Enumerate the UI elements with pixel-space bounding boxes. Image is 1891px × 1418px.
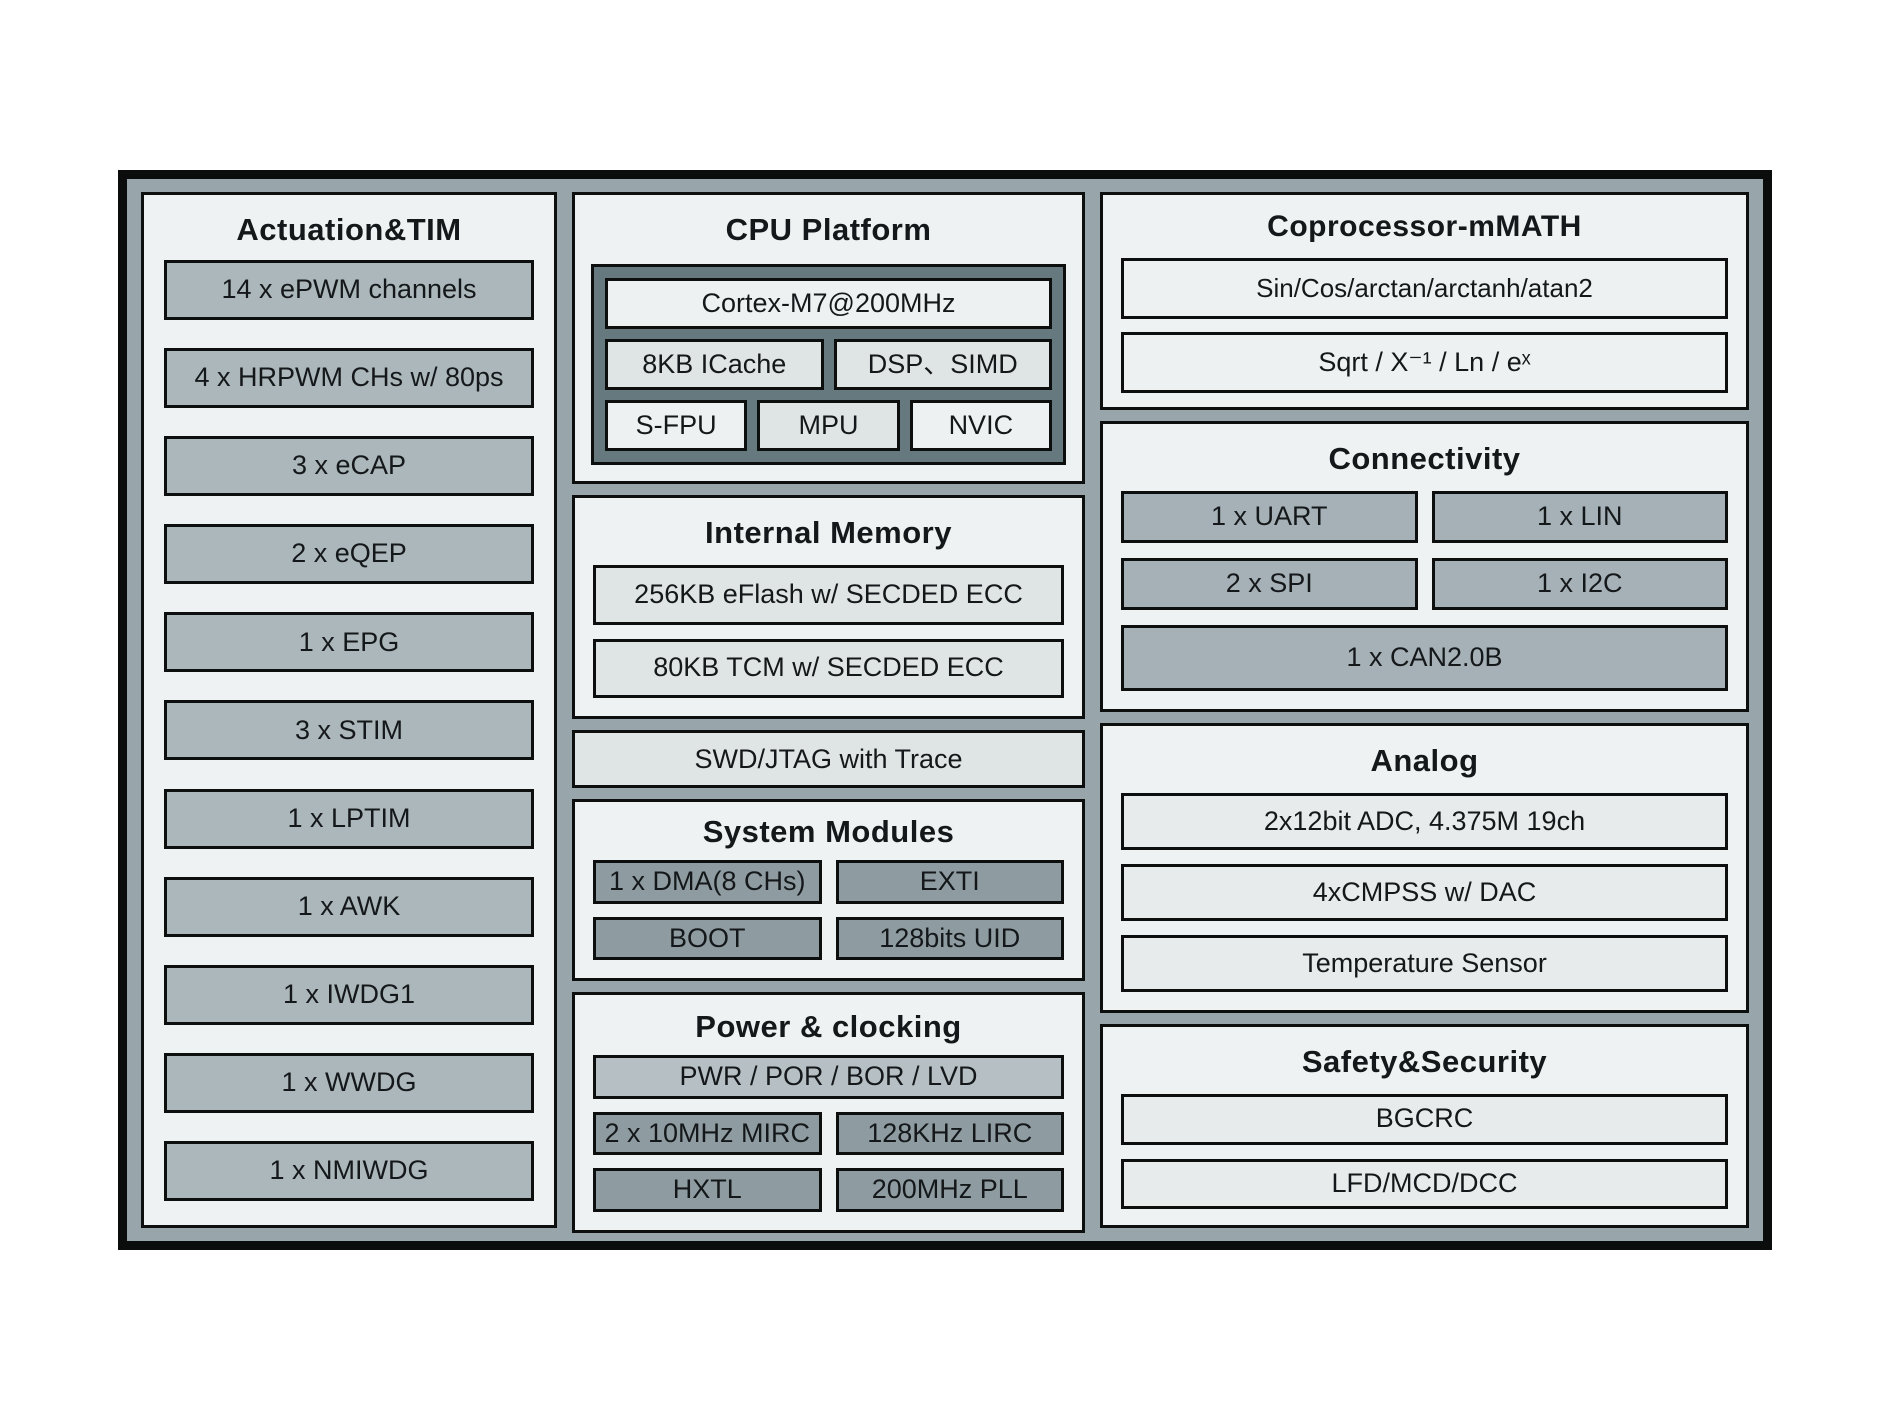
panel-safety-security: Safety&Security BGCRC LFD/MCD/DCC — [1100, 1024, 1749, 1228]
system-row-2: BOOT 128bits UID — [593, 916, 1064, 961]
cpu-core-row1: Cortex-M7@200MHz — [605, 278, 1052, 329]
spi-box: 2 x SPI — [1121, 558, 1418, 610]
nvic-box: NVIC — [909, 400, 1052, 451]
panel-power-title: Power & clocking — [695, 1009, 962, 1044]
trig-functions-box: Sin/Cos/arctan/arctanh/atan2 — [1121, 258, 1728, 319]
memory-item-eflash: 256KB eFlash w/ SECDED ECC — [593, 565, 1064, 625]
panel-analog: Analog 2x12bit ADC, 4.375M 19ch 4xCMPSS … — [1100, 723, 1749, 1013]
mirc-box: 2 x 10MHz MIRC — [593, 1111, 822, 1156]
pwr-por-bor-lvd-box: PWR / POR / BOR / LVD — [593, 1055, 1064, 1099]
sfpu-box: S-FPU — [605, 400, 748, 451]
lirc-box: 128KHz LIRC — [835, 1111, 1064, 1156]
memory-item-tcm: 80KB TCM w/ SECDED ECC — [593, 638, 1064, 698]
adc-box: 2x12bit ADC, 4.375M 19ch — [1121, 793, 1728, 850]
coprocessor-item-list: Sin/Cos/arctan/arctanh/atan2 Sqrt / X⁻¹ … — [1103, 256, 1746, 407]
connectivity-row-1: 1 x UART 1 x LIN — [1121, 491, 1728, 543]
panel-analog-title: Analog — [1370, 743, 1479, 778]
right-column: Coprocessor-mMATH Sin/Cos/arctan/arctanh… — [1100, 192, 1749, 1228]
panel-memory-title: Internal Memory — [705, 515, 952, 550]
panel-cpu-platform: CPU Platform Cortex-M7@200MHz 8KB ICache… — [572, 192, 1085, 484]
uart-box: 1 x UART — [1121, 491, 1418, 543]
actuation-item-epwm: 14 x ePWM channels — [164, 260, 534, 320]
i2c-box: 1 x I2C — [1431, 558, 1728, 610]
actuation-item-awk: 1 x AWK — [164, 876, 534, 937]
exti-box: EXTI — [835, 860, 1064, 904]
actuation-item-stim: 3 x STIM — [164, 700, 534, 761]
uid-box: 128bits UID — [835, 916, 1064, 961]
panel-connectivity: Connectivity 1 x UART 1 x LIN 2 x SPI 1 … — [1100, 421, 1749, 712]
power-row-1: 2 x 10MHz MIRC 128KHz LIRC — [593, 1111, 1064, 1156]
panel-connectivity-title: Connectivity — [1328, 441, 1521, 476]
hxtl-box: HXTL — [593, 1168, 822, 1213]
analog-item-list: 2x12bit ADC, 4.375M 19ch 4xCMPSS w/ DAC … — [1103, 791, 1746, 1010]
sqrt-ln-exp-box: Sqrt / X⁻¹ / Ln / eˣ — [1121, 332, 1728, 393]
panel-coprocessor-title: Coprocessor-mMATH — [1267, 210, 1582, 243]
actuation-item-hrpwm: 4 x HRPWM CHs w/ 80ps — [164, 348, 534, 409]
bgcrc-box: BGCRC — [1121, 1094, 1728, 1145]
power-grid: PWR / POR / BOR / LVD 2 x 10MHz MIRC 128… — [575, 1053, 1082, 1230]
chip-outline: Actuation&TIM 14 x ePWM channels 4 x HRP… — [118, 170, 1772, 1250]
connectivity-row-2: 2 x SPI 1 x I2C — [1121, 558, 1728, 610]
panel-system-title: System Modules — [702, 814, 955, 849]
actuation-item-eqep: 2 x eQEP — [164, 524, 534, 585]
pll-box: 200MHz PLL — [835, 1168, 1064, 1213]
cpu-core-container: Cortex-M7@200MHz 8KB ICache DSP、SIMD S-F… — [591, 264, 1066, 465]
middle-column: CPU Platform Cortex-M7@200MHz 8KB ICache… — [572, 192, 1085, 1234]
connectivity-grid: 1 x UART 1 x LIN 2 x SPI 1 x I2C 1 x CAN… — [1103, 489, 1746, 709]
actuation-item-list: 14 x ePWM channels 4 x HRPWM CHs w/ 80ps… — [144, 260, 554, 1225]
panel-cpu-title: CPU Platform — [725, 212, 932, 247]
boot-box: BOOT — [593, 916, 822, 961]
dsp-simd-box: DSP、SIMD — [833, 339, 1052, 390]
lfd-mcd-dcc-box: LFD/MCD/DCC — [1121, 1158, 1728, 1209]
panel-coprocessor-mmath: Coprocessor-mMATH Sin/Cos/arctan/arctanh… — [1100, 192, 1749, 410]
lin-box: 1 x LIN — [1431, 491, 1728, 543]
panel-actuation-tim: Actuation&TIM 14 x ePWM channels 4 x HRP… — [141, 192, 557, 1228]
panel-safety-title: Safety&Security — [1301, 1044, 1548, 1079]
safety-item-list: BGCRC LFD/MCD/DCC — [1103, 1092, 1746, 1225]
can-box: 1 x CAN2.0B — [1121, 625, 1728, 691]
cpu-core-row3: S-FPU MPU NVIC — [605, 400, 1052, 451]
cpu-core-row2: 8KB ICache DSP、SIMD — [605, 339, 1052, 390]
panel-internal-memory: Internal Memory 256KB eFlash w/ SECDED E… — [572, 495, 1085, 719]
dma-box: 1 x DMA(8 CHs) — [593, 860, 822, 904]
cmpss-box: 4xCMPSS w/ DAC — [1121, 864, 1728, 921]
system-row-1: 1 x DMA(8 CHs) EXTI — [593, 860, 1064, 904]
actuation-item-wwdg: 1 x WWDG — [164, 1052, 534, 1113]
actuation-item-epg: 1 x EPG — [164, 612, 534, 673]
actuation-item-lptim: 1 x LPTIM — [164, 788, 534, 849]
panel-system-modules: System Modules 1 x DMA(8 CHs) EXTI BOOT … — [572, 799, 1085, 981]
power-row-2: HXTL 200MHz PLL — [593, 1168, 1064, 1213]
debug-trace-bar: SWD/JTAG with Trace — [572, 730, 1085, 788]
cortex-core-box: Cortex-M7@200MHz — [605, 278, 1052, 329]
system-module-grid: 1 x DMA(8 CHs) EXTI BOOT 128bits UID — [575, 858, 1082, 978]
actuation-item-nmiwdg: 1 x NMIWDG — [164, 1140, 534, 1201]
mpu-box: MPU — [757, 400, 900, 451]
panel-actuation-title: Actuation&TIM — [236, 212, 462, 247]
actuation-item-iwdg1: 1 x IWDG1 — [164, 964, 534, 1025]
panel-power-clocking: Power & clocking PWR / POR / BOR / LVD 2… — [572, 992, 1085, 1234]
temperature-sensor-box: Temperature Sensor — [1121, 935, 1728, 992]
actuation-item-ecap: 3 x eCAP — [164, 436, 534, 497]
memory-item-list: 256KB eFlash w/ SECDED ECC 80KB TCM w/ S… — [575, 563, 1082, 716]
icache-box: 8KB ICache — [605, 339, 824, 390]
